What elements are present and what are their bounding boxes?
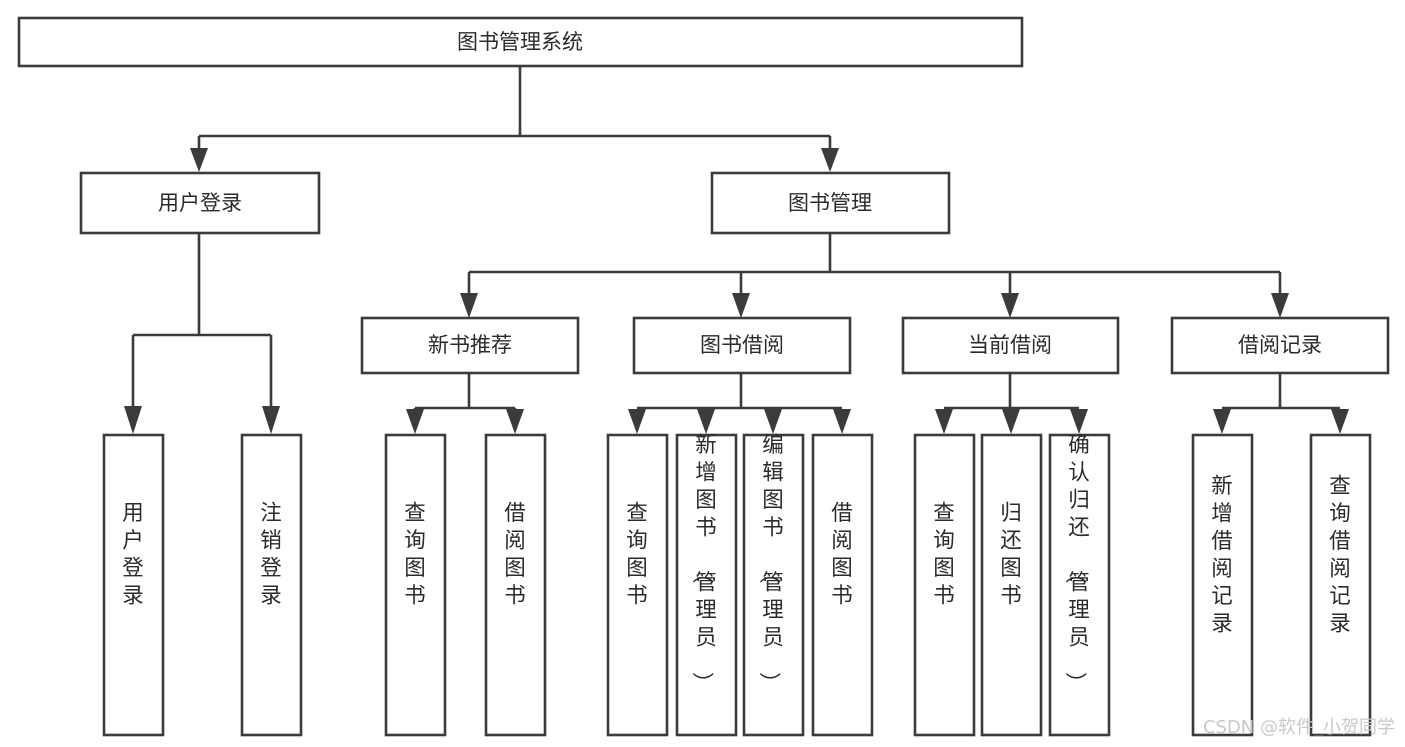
node-new-book-recommend-box[interactable] bbox=[360, 316, 580, 375]
csdn-watermark: CSDN @软件_小贺同学 bbox=[1203, 717, 1395, 738]
arrow-to-book-manage bbox=[821, 148, 839, 172]
node-new-book-recommend[interactable]: 新书推荐 bbox=[360, 316, 580, 375]
node-book-manage-label: 图书管理 bbox=[788, 191, 872, 215]
node-current-borrow[interactable]: 当前借阅 bbox=[901, 316, 1120, 375]
arrow-to-leaf-add-record bbox=[1213, 409, 1231, 434]
node-leaf-borrow-book-2-label: 借阅图书 bbox=[831, 501, 853, 609]
node-borrow-record-label: 借阅记录 bbox=[1238, 333, 1322, 357]
node-book-manage[interactable]: 图书管理 bbox=[710, 171, 951, 235]
node-leaf-query-record[interactable]: 查询借阅记录 bbox=[1309, 433, 1372, 737]
node-user-login-box[interactable] bbox=[79, 171, 321, 235]
arrow-to-leaf-user-login bbox=[124, 406, 142, 434]
node-leaf-return-book[interactable]: 归还图书 bbox=[980, 433, 1043, 737]
node-leaf-borrow-book-1[interactable]: 借阅图书 bbox=[484, 433, 547, 737]
connectors-bookborrow-to-leaves bbox=[628, 373, 851, 434]
node-leaf-query-book-2-box[interactable] bbox=[606, 433, 669, 737]
node-user-login[interactable]: 用户登录 bbox=[79, 171, 321, 235]
node-leaf-edit-book[interactable]: 编辑图书（管理员） bbox=[742, 433, 805, 737]
node-root[interactable]: 图书管理系统 bbox=[17, 16, 1024, 68]
node-leaf-return-book-box[interactable] bbox=[980, 433, 1043, 737]
node-leaf-query-book-2[interactable]: 查询图书 bbox=[606, 433, 669, 737]
node-borrow-record-box[interactable] bbox=[1170, 316, 1390, 375]
arrow-to-leaf-edit-book bbox=[764, 409, 782, 434]
node-leaf-add-book[interactable]: 新增图书（管理员） bbox=[675, 433, 738, 737]
node-leaf-edit-book-box[interactable] bbox=[742, 433, 805, 737]
connectors-newbook-to-leaves bbox=[406, 373, 524, 434]
node-leaf-add-book-box[interactable] bbox=[675, 433, 738, 737]
connectors-root-to-level1 bbox=[190, 66, 839, 172]
connectors-bookmanage-to-level2 bbox=[460, 233, 1289, 318]
arrow-to-user-login bbox=[190, 148, 208, 172]
arrow-to-leaf-borrow-book-2 bbox=[833, 409, 851, 434]
connectors-borrowrecord-to-leaves bbox=[1213, 373, 1349, 434]
arrow-to-leaf-confirm-return bbox=[1070, 409, 1088, 434]
node-leaf-confirm-return-label: 确认归还（管理员） bbox=[1062, 433, 1090, 694]
node-leaf-query-book-3[interactable]: 查询图书 bbox=[913, 433, 976, 737]
node-leaf-query-book-3-label: 查询图书 bbox=[933, 501, 955, 609]
arrow-to-leaf-borrow-book-1 bbox=[506, 409, 524, 434]
node-leaf-query-record-box[interactable] bbox=[1309, 433, 1372, 737]
arrow-to-leaf-user-logout bbox=[262, 406, 280, 434]
node-root-label: 图书管理系统 bbox=[457, 30, 583, 54]
arrow-to-book-borrow bbox=[732, 293, 750, 318]
node-book-manage-box[interactable] bbox=[710, 171, 951, 235]
node-book-borrow-label: 图书借阅 bbox=[700, 333, 784, 357]
node-leaf-return-book-label: 归还图书 bbox=[1000, 501, 1022, 609]
node-leaf-borrow-book-1-box[interactable] bbox=[484, 433, 547, 737]
node-leaf-confirm-return-box[interactable] bbox=[1048, 433, 1111, 737]
node-current-borrow-box[interactable] bbox=[901, 316, 1120, 375]
node-leaf-user-logout[interactable]: 注销登录 bbox=[240, 433, 303, 737]
node-borrow-record[interactable]: 借阅记录 bbox=[1170, 316, 1390, 375]
node-leaf-query-book-1-label: 查询图书 bbox=[404, 501, 426, 609]
node-leaf-borrow-book-2-box[interactable] bbox=[811, 433, 874, 737]
node-leaf-query-record-label: 查询借阅记录 bbox=[1329, 474, 1351, 637]
node-book-borrow[interactable]: 图书借阅 bbox=[632, 316, 852, 375]
node-leaf-add-record-label: 新增借阅记录 bbox=[1211, 474, 1233, 637]
arrow-to-leaf-query-book-3 bbox=[935, 409, 953, 434]
node-current-borrow-label: 当前借阅 bbox=[968, 333, 1052, 357]
node-user-login-label: 用户登录 bbox=[158, 191, 242, 215]
arrow-to-leaf-query-book-1 bbox=[406, 409, 424, 434]
node-leaf-borrow-book-1-label: 借阅图书 bbox=[504, 501, 526, 609]
arrow-to-borrow-record bbox=[1271, 293, 1289, 318]
node-leaf-user-logout-box[interactable] bbox=[240, 433, 303, 737]
arrow-to-current-borrow bbox=[1001, 293, 1019, 318]
arrow-to-leaf-add-book bbox=[697, 409, 715, 434]
node-leaf-user-logout-label: 注销登录 bbox=[260, 501, 282, 609]
node-leaf-confirm-return[interactable]: 确认归还（管理员） bbox=[1048, 433, 1111, 737]
node-leaf-user-login-box[interactable] bbox=[102, 433, 165, 737]
node-leaf-add-book-label: 新增图书（管理员） bbox=[689, 433, 717, 694]
node-root-box[interactable] bbox=[17, 16, 1024, 68]
node-new-book-recommend-label: 新书推荐 bbox=[428, 333, 512, 357]
connectors-currentborrow-to-leaves bbox=[935, 373, 1088, 434]
arrow-to-leaf-query-book-2 bbox=[628, 409, 646, 434]
node-leaf-query-book-1[interactable]: 查询图书 bbox=[384, 433, 447, 737]
node-leaf-edit-book-label: 编辑图书（管理员） bbox=[756, 433, 784, 694]
arrow-to-new-book bbox=[460, 293, 478, 318]
node-book-borrow-box[interactable] bbox=[632, 316, 852, 375]
arrow-to-leaf-return-book bbox=[1002, 409, 1020, 434]
node-leaf-add-record-box[interactable] bbox=[1191, 433, 1254, 737]
connectors-userlogin-to-leaves bbox=[124, 233, 280, 434]
node-leaf-add-record[interactable]: 新增借阅记录 bbox=[1191, 433, 1254, 737]
node-leaf-query-book-3-box[interactable] bbox=[913, 433, 976, 737]
arrow-to-leaf-query-record bbox=[1331, 409, 1349, 434]
node-leaf-user-login-label: 用户登录 bbox=[122, 501, 144, 609]
node-leaf-query-book-2-label: 查询图书 bbox=[626, 501, 648, 609]
node-leaf-user-login[interactable]: 用户登录 bbox=[102, 433, 165, 737]
node-leaf-query-book-1-box[interactable] bbox=[384, 433, 447, 737]
node-leaf-borrow-book-2[interactable]: 借阅图书 bbox=[811, 433, 874, 737]
